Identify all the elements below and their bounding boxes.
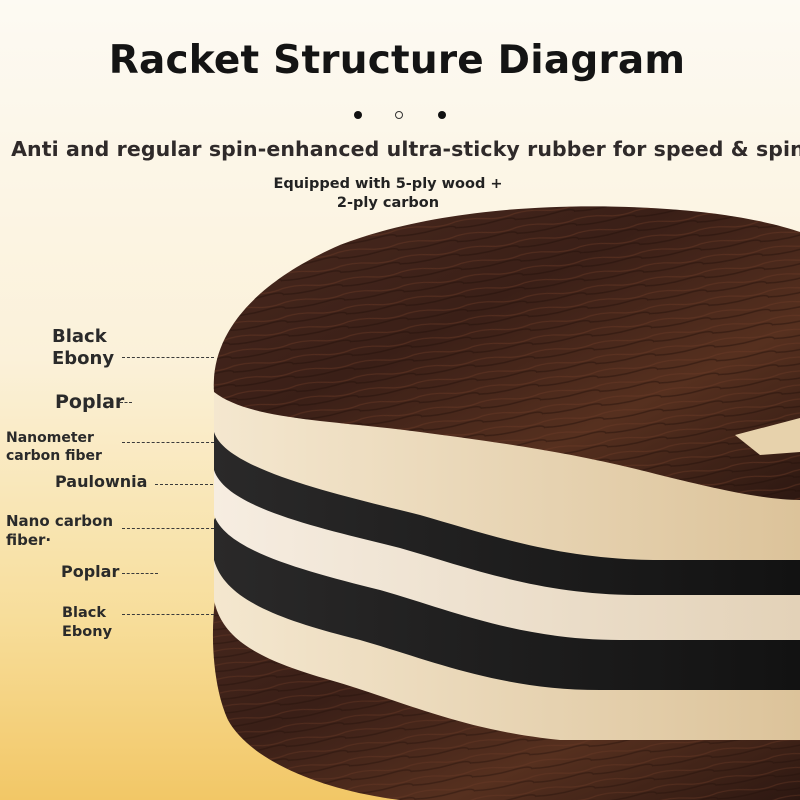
layer-label-line: Ebony xyxy=(62,624,113,640)
dot-filled-right xyxy=(438,111,446,119)
leader-line xyxy=(122,614,214,615)
leader-line xyxy=(122,357,214,358)
handle-notch xyxy=(735,418,800,455)
leader-line xyxy=(155,484,213,485)
leader-line xyxy=(120,402,132,403)
layer-label-nano-carbon: Nano carbon fiber· xyxy=(6,512,113,550)
ply-note-line-1: Equipped with 5-ply wood + xyxy=(273,176,503,192)
layer-label-line: Black xyxy=(62,605,107,621)
layer-label-black-ebony-top: Black Ebony xyxy=(52,326,114,370)
layer-label-line: carbon fiber xyxy=(6,448,102,464)
layer-label-poplar-lower: Poplar xyxy=(61,562,120,581)
leader-line xyxy=(122,573,158,574)
layer-label-line: Black xyxy=(52,326,107,347)
page-title: Racket Structure Diagram xyxy=(108,38,686,83)
dot-hollow-center xyxy=(395,111,403,119)
pagination-dots xyxy=(354,110,446,122)
layer-label-line: Nanometer xyxy=(6,430,94,446)
page-subtitle: Anti and regular spin-enhanced ultra-sti… xyxy=(11,137,800,161)
layer-label-line: Ebony xyxy=(52,348,115,369)
layer-label-paulownia: Paulownia xyxy=(55,472,148,491)
ply-note-line-2: 2-ply carbon xyxy=(336,195,440,211)
layer-label-nanometer-carbon: Nanometer carbon fiber xyxy=(6,429,102,465)
ply-note: Equipped with 5-ply wood + 2-ply carbon xyxy=(238,175,538,213)
dot-filled-left xyxy=(354,111,362,119)
layer-label-line: Nano carbon xyxy=(6,512,114,530)
layer-label-poplar-upper: Poplar xyxy=(55,391,125,413)
layer-label-line: fiber· xyxy=(6,531,52,549)
leader-line xyxy=(122,442,214,443)
layer-label-black-ebony-bottom: Black Ebony xyxy=(62,604,112,642)
leader-line xyxy=(122,528,214,529)
